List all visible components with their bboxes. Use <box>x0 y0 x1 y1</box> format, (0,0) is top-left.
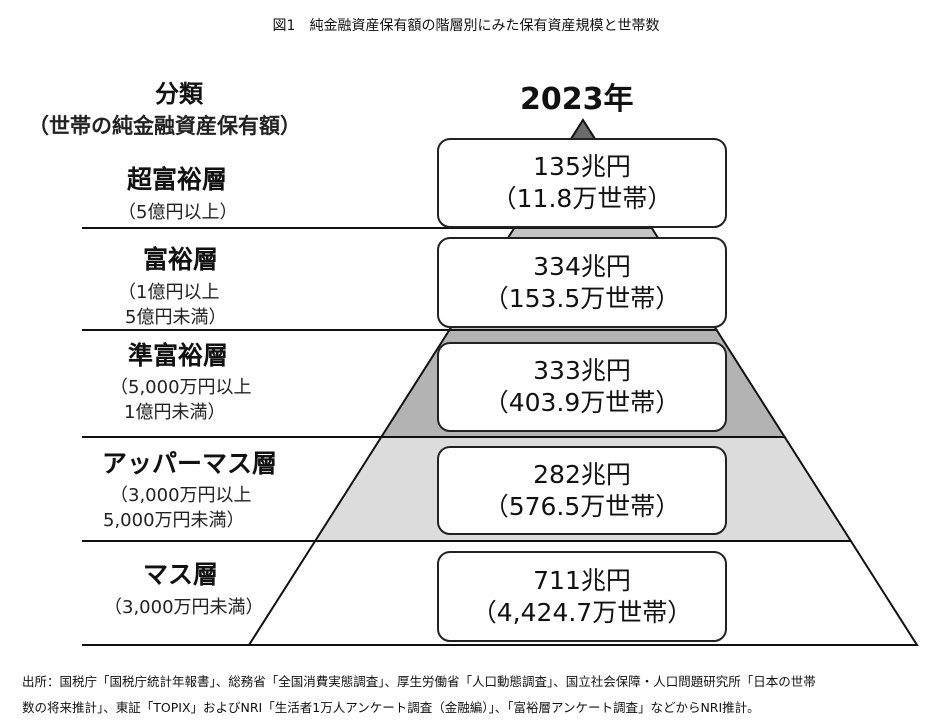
tier-name: 富裕層 <box>143 245 219 274</box>
source-line: 出所：国税庁「国税庁統計年報書」、総務省「全国消費実態調査」、厚生労働省「人口動… <box>22 674 816 689</box>
tier-assets: 135兆円 <box>533 152 631 181</box>
tier-households: （4,424.7万世帯） <box>471 597 693 627</box>
tier-range: 5,000万円未満） <box>103 510 245 531</box>
tier-value-box: 334兆円 （153.5万世帯） <box>437 237 727 328</box>
tier-assets: 333兆円 <box>533 356 631 385</box>
tier-range: （3,000万円以上 <box>110 485 252 506</box>
tier-range: 5億円未満） <box>125 307 227 328</box>
tier-assets: 334兆円 <box>533 251 631 281</box>
tier-households: （576.5万世帯） <box>483 491 681 521</box>
tier-assets: 282兆円 <box>533 459 631 489</box>
tier-value-box: 135兆円 （11.8万世帯） <box>437 138 727 228</box>
tier-name: 超富裕層 <box>127 165 228 194</box>
tier-value-box: 711兆円 （4,424.7万世帯） <box>437 551 727 642</box>
tier-households: （153.5万世帯） <box>483 283 681 313</box>
tier-range: （5,000万円以上 <box>110 377 252 398</box>
source-note: 出所：国税庁「国税庁統計年報書」、総務省「全国消費実態調査」、厚生労働省「人口動… <box>22 669 922 721</box>
category-header: 分類 <box>155 80 203 108</box>
tier-range: （3,000万円未満） <box>104 597 264 618</box>
year-header: 2023年 <box>520 82 634 117</box>
tier-range: （5億円以上） <box>118 202 238 223</box>
tier-name: マス層 <box>143 560 219 589</box>
tier-name: 準富裕層 <box>128 341 229 370</box>
tier-value-box: 282兆円 （576.5万世帯） <box>437 446 727 535</box>
tier-assets: 711兆円 <box>533 565 631 595</box>
tier-range: 1億円未満） <box>124 402 226 423</box>
tier-households: （11.8万世帯） <box>491 184 673 213</box>
figure-title: 図1 純金融資産保有額の階層別にみた保有資産規模と世帯数 <box>272 18 660 34</box>
source-line: 数の将来推計」、東証「TOPIX」およびNRI「生活者1万人アンケート調査（金融… <box>22 700 760 715</box>
category-subheader: （世帯の純金融資産保有額） <box>28 114 301 138</box>
tier-value-box: 333兆円 （403.9万世帯） <box>437 342 727 432</box>
tier-name: アッパーマス層 <box>102 449 278 478</box>
tier-households: （403.9万世帯） <box>483 388 681 417</box>
tier-range: （1億円以上 <box>118 282 220 303</box>
